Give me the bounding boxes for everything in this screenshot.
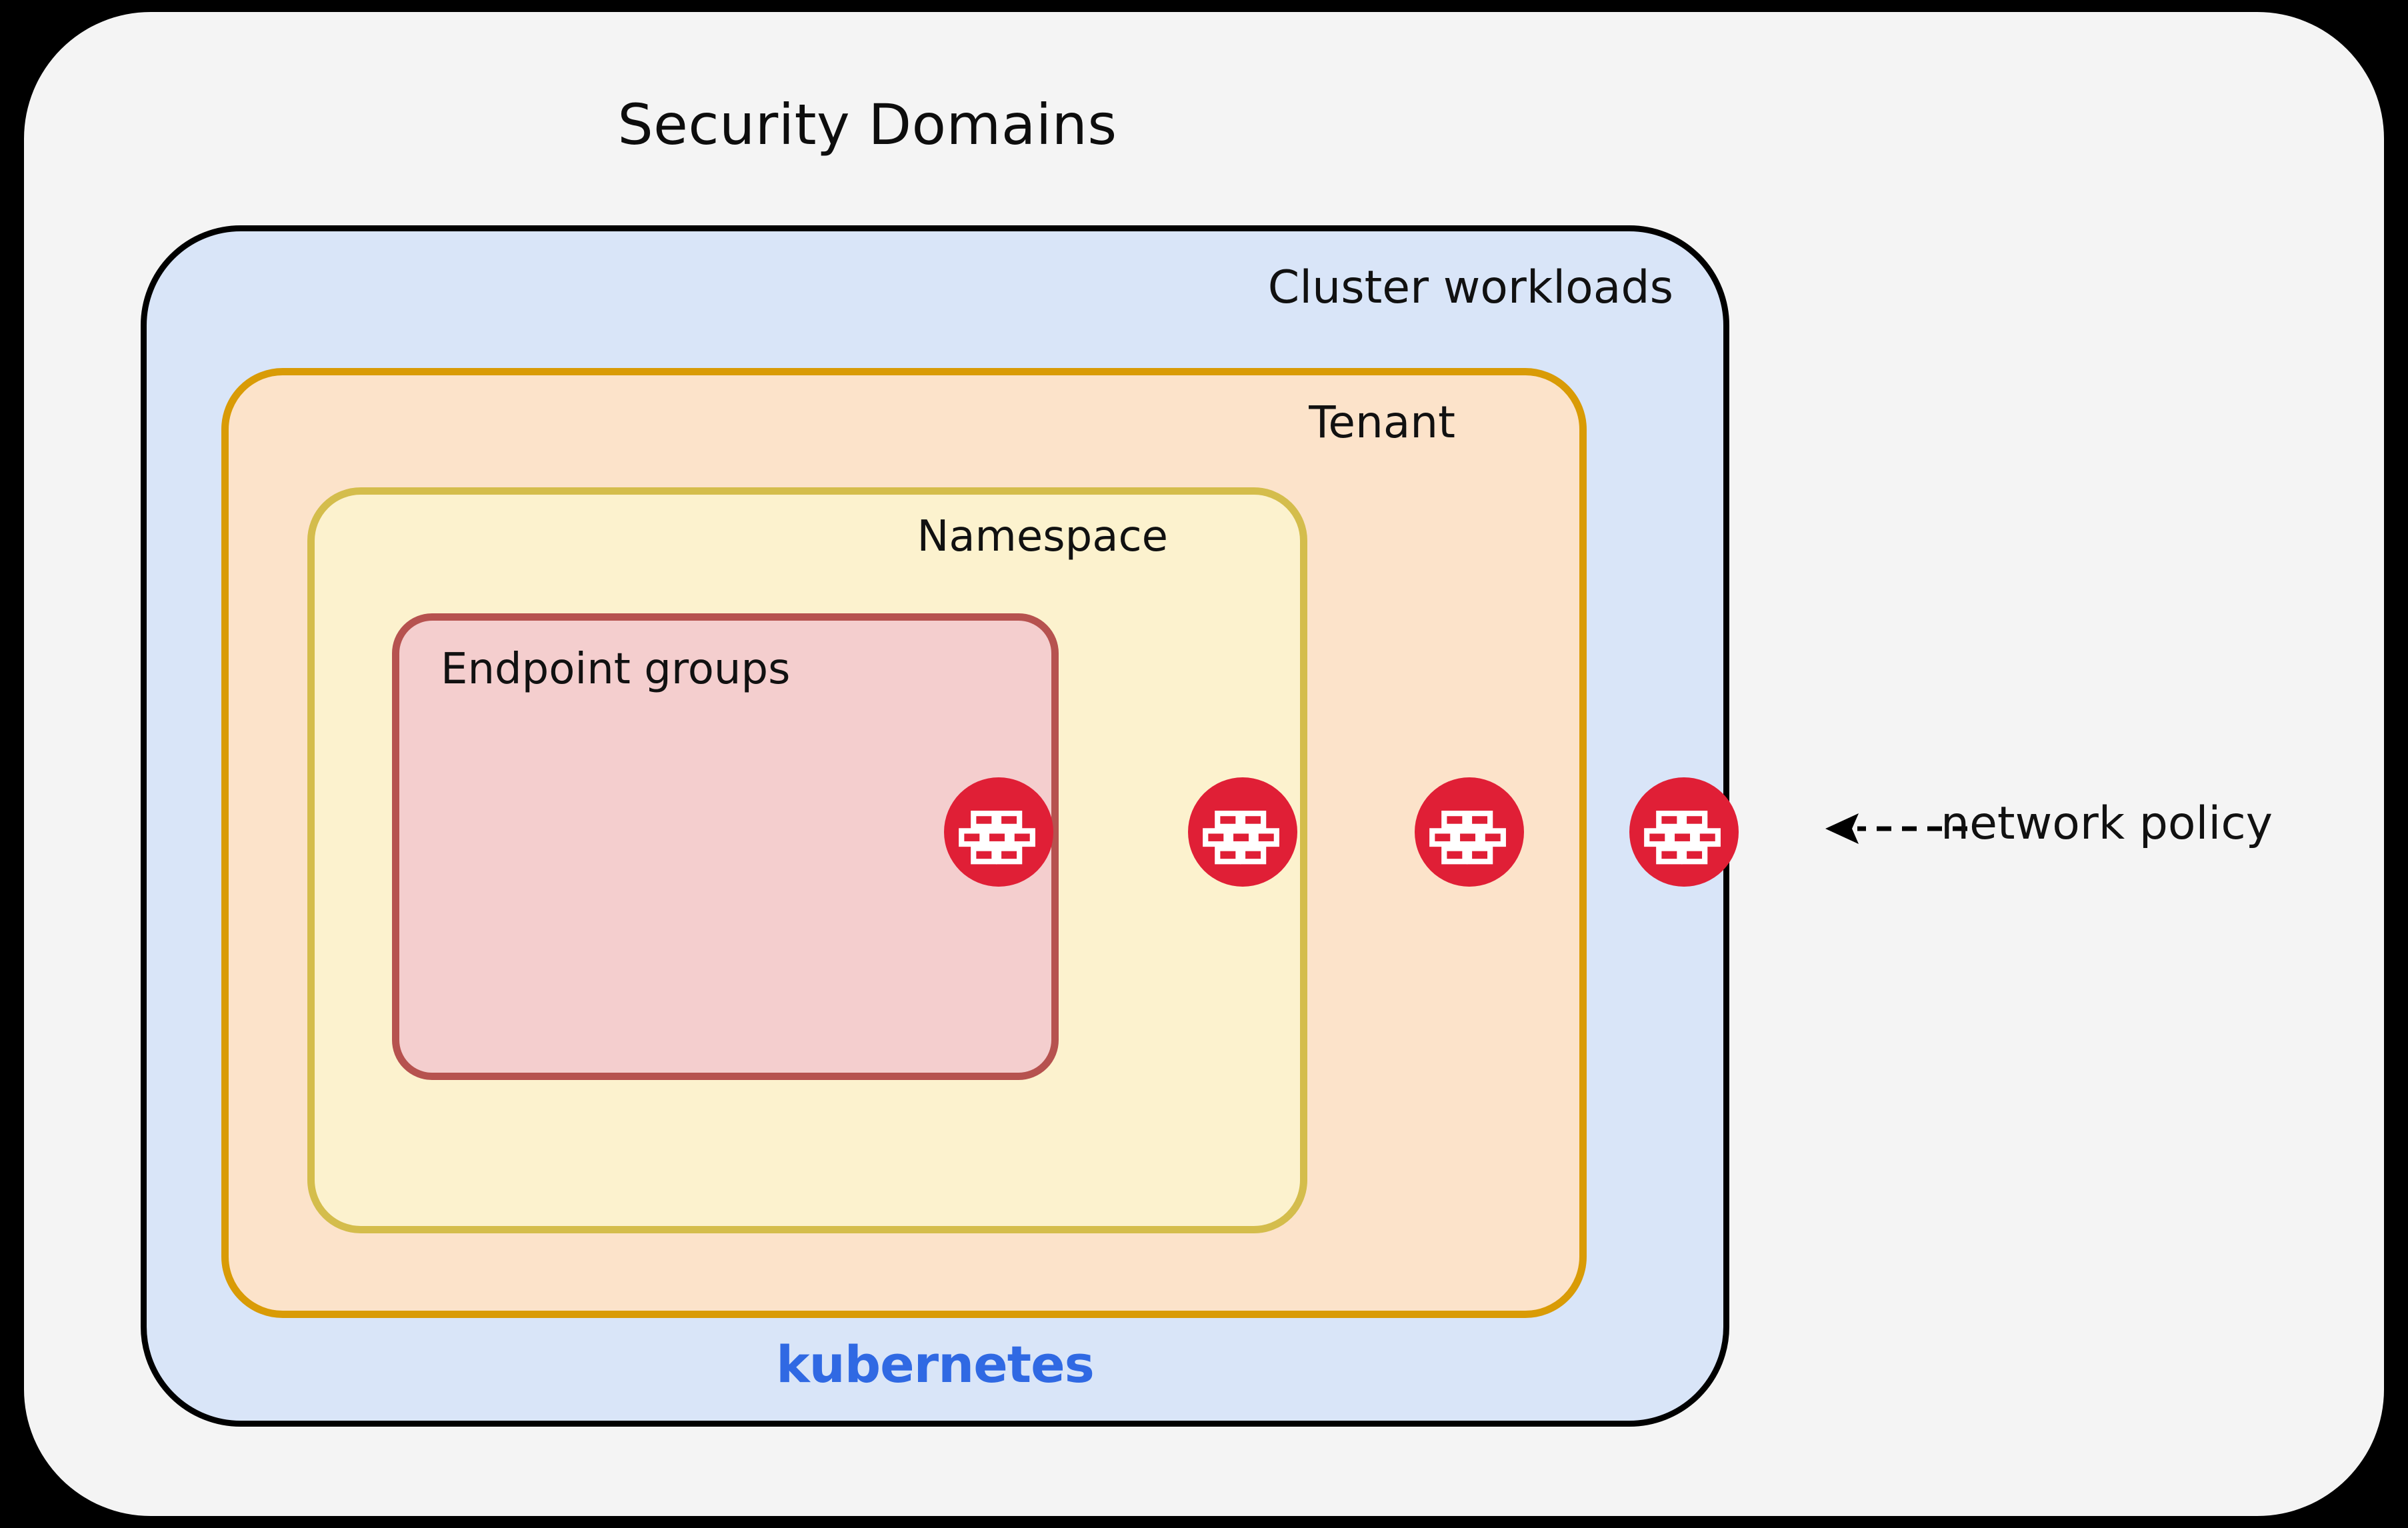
network-policy-arrow-icon [1825,813,1967,844]
firewall-badge-namespace-boundary[interactable] [1188,777,1297,887]
firewall-brick-icon [1203,811,1279,865]
network-policy-label: network policy [1941,797,2273,850]
firewall-brick-icon [1429,811,1506,865]
kubernetes-wordmark: kubernetes [776,1335,1095,1394]
firewall-brick-icon [1644,811,1721,865]
domain-label-namespace: Namespace [917,512,1168,561]
page-title: Security Domains [617,92,1117,157]
domain-label-cluster-workloads: Cluster workloads [1267,261,1673,314]
domain-box-tenant: Tenant Namespace Endpoint groups [221,368,1587,1318]
firewall-badge-cluster-boundary[interactable] [1629,777,1739,887]
firewall-badge-endpoint-boundary[interactable] [944,777,1053,887]
domain-box-namespace: Namespace Endpoint groups [307,487,1307,1233]
domain-label-endpoint-groups: Endpoint groups [441,645,791,694]
domain-label-tenant: Tenant [1309,397,1455,448]
security-domains-panel: Security Domains Cluster workloads Tenan… [24,12,2384,1516]
firewall-brick-icon [959,811,1035,865]
firewall-badge-tenant-boundary[interactable] [1415,777,1524,887]
